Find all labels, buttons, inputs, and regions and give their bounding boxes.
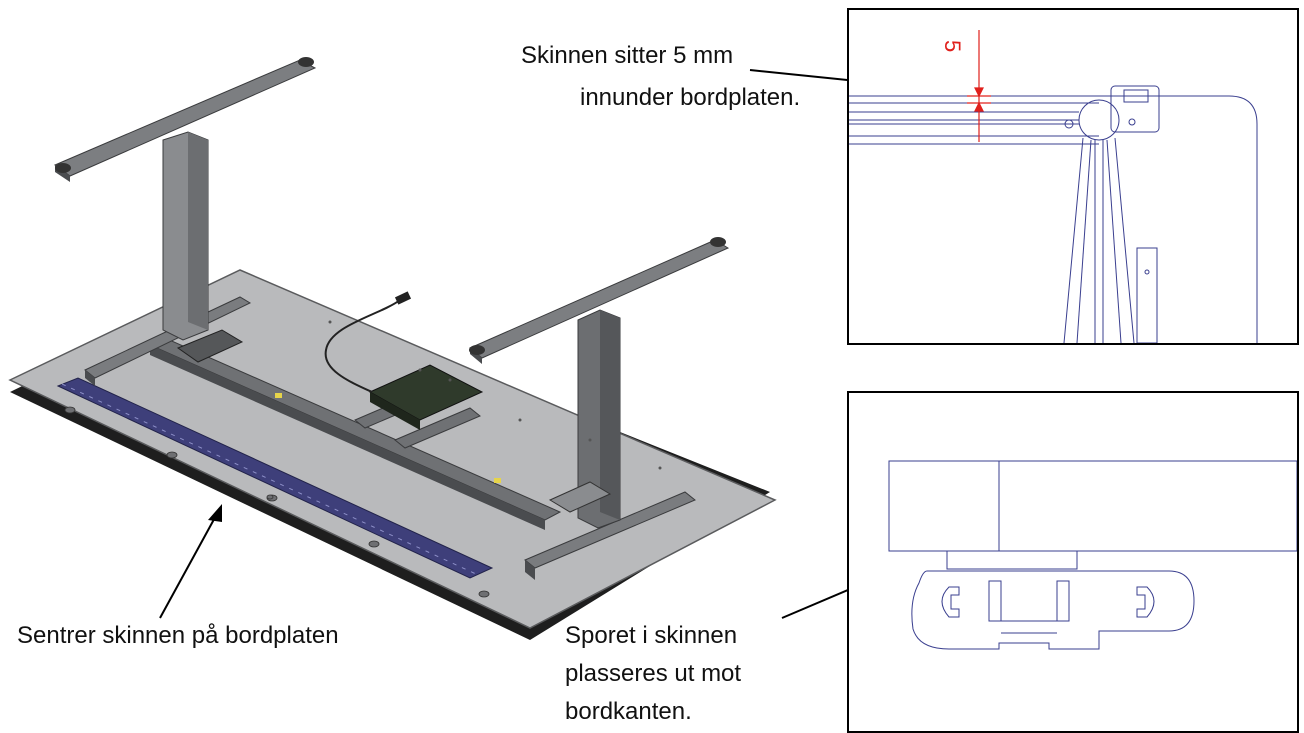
detail-panel-rail-profile: [847, 391, 1299, 733]
right-bottom-beam: [524, 491, 696, 569]
control-box: [368, 364, 484, 421]
desk-frame-illustration: [8, 57, 777, 640]
caption-rail-offset-2: innunder bordplaten.: [580, 84, 801, 111]
caption-rail-offset-1: Skinnen sitter 5 mm: [521, 42, 734, 69]
caption-groove-2: plasseres ut mot: [565, 660, 742, 687]
caption-groove-3: bordkanten.: [565, 698, 692, 725]
rail-offset-drawing: 5: [849, 30, 1258, 343]
caption-groove-1: Sporet i skinnen: [565, 622, 738, 649]
rail-profile-drawing: [888, 460, 1297, 650]
screw-holes: [64, 406, 490, 598]
detail-panel-rail-offset: 5: [847, 8, 1299, 345]
dimension-value: 5: [940, 40, 965, 52]
power-cable: [324, 299, 401, 393]
pointer-arrow-center: [159, 511, 219, 619]
caption-center-rail: Sentrer skinnen på bordplaten: [17, 622, 339, 649]
mounting-rail: [56, 377, 494, 579]
